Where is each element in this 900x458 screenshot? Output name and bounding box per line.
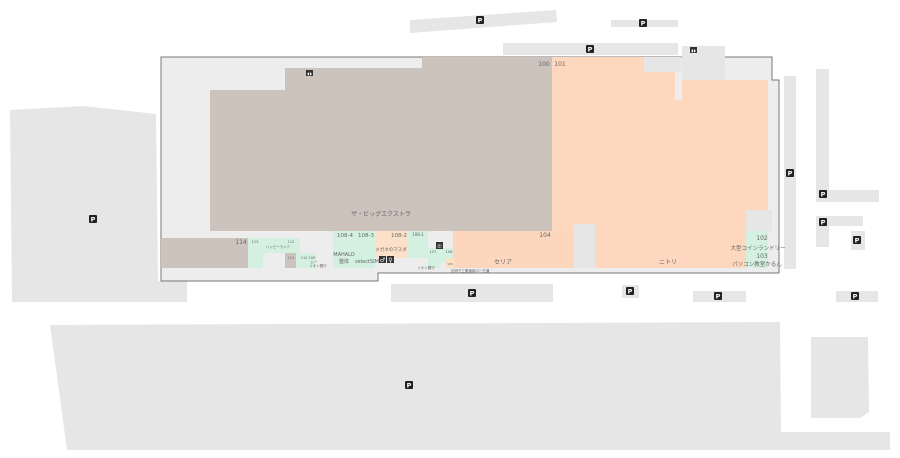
lot-east-row-3[interactable] xyxy=(816,226,829,247)
label-seria: セリア xyxy=(494,259,512,266)
parking-badges: P P P P P P P P P P P P P xyxy=(89,16,861,390)
store-112-happy[interactable] xyxy=(263,238,300,253)
restroom-icon-top-right: ◖◗ xyxy=(690,47,697,53)
label-101: 101 xyxy=(554,61,566,68)
store-114[interactable] xyxy=(161,238,248,268)
parking-icon: P xyxy=(476,16,484,25)
label-112: 112 xyxy=(288,240,295,244)
parking-icon: P xyxy=(586,45,594,54)
restroom-icon-top: ◖◗ xyxy=(306,70,313,76)
parking-label: P xyxy=(788,170,793,178)
label-corridor: 光明子工業通用口一方通 xyxy=(451,268,490,273)
label-mahalo: MAHALO xyxy=(333,252,355,258)
lot-west[interactable] xyxy=(10,106,187,302)
label-coin-laundry: 大型コインランドリー xyxy=(730,244,785,252)
label-happy: ハッピーランド xyxy=(266,244,291,249)
parking-icon: P xyxy=(626,287,634,296)
label-aeon-bank-2: イオン銀行 xyxy=(417,265,435,270)
store-interior-block xyxy=(573,224,595,268)
lot-east-column-2[interactable] xyxy=(816,69,829,199)
label-pc-class: パソコン教室かるん xyxy=(732,260,782,268)
phone-icon: ✆ xyxy=(436,242,443,250)
label-103: 103 xyxy=(756,253,768,260)
parking-label: P xyxy=(716,293,721,301)
label-111: 111 xyxy=(288,256,295,260)
store-108-2[interactable] xyxy=(375,231,408,258)
label-aeon-bank: イオン銀行 xyxy=(309,263,327,268)
parking-icon: P xyxy=(819,190,827,199)
parking-label: P xyxy=(628,288,633,296)
label-110-109: 110 109 xyxy=(301,256,315,260)
store-107[interactable] xyxy=(428,248,440,268)
store-right-gray xyxy=(746,210,772,231)
store-nitori[interactable] xyxy=(552,57,768,268)
store-108-4[interactable] xyxy=(333,231,355,268)
store-111[interactable] xyxy=(285,253,296,268)
label-106: 106 xyxy=(446,250,453,254)
parking-icon: P xyxy=(853,236,861,245)
parking-label: P xyxy=(470,290,475,298)
parking-label: P xyxy=(91,216,96,224)
label-114: 114 xyxy=(235,239,247,246)
lot-east-row-2[interactable] xyxy=(816,216,863,226)
label-mu: ムー xyxy=(311,259,319,264)
label-113: 113 xyxy=(252,240,259,244)
parking-icon: P xyxy=(819,218,827,227)
parking-icon: P xyxy=(786,169,794,178)
label-108-2: 108-2 xyxy=(391,233,407,239)
store-105[interactable] xyxy=(446,258,454,268)
parking-label: P xyxy=(478,17,483,25)
store-113[interactable] xyxy=(248,238,263,268)
store-big-extra[interactable] xyxy=(210,57,552,268)
store-seria[interactable] xyxy=(453,231,574,268)
svg-text:♀: ♀ xyxy=(388,257,392,264)
parking-label: P xyxy=(407,382,412,390)
label-nitori: ニトリ xyxy=(659,259,677,266)
parking-label: P xyxy=(821,191,826,199)
lot-east-row-1[interactable] xyxy=(816,190,879,202)
lot-south[interactable] xyxy=(50,322,890,450)
label-104: 104 xyxy=(539,232,551,239)
label-107: 107 xyxy=(430,250,437,254)
label-108-1: 108-1 xyxy=(412,232,424,237)
parking-label: P xyxy=(853,293,858,301)
svg-text:◖◗: ◖◗ xyxy=(307,71,311,76)
label-102: 102 xyxy=(756,235,768,242)
parking-icon: P xyxy=(89,215,97,224)
label-big-extra: ザ・ビッグエクストラ xyxy=(351,210,411,218)
parking-icon: P xyxy=(468,289,476,298)
lot-southeast-island[interactable] xyxy=(811,337,869,418)
label-108-3: 108-3 xyxy=(358,233,374,239)
parking-icon: P xyxy=(714,292,722,301)
label-108-4: 108-4 xyxy=(337,233,353,239)
label-megane: メガネのマスダ xyxy=(375,246,407,253)
restroom-icon: ♂ ♀ xyxy=(379,256,394,264)
label-105: 105 xyxy=(447,262,453,266)
parking-label: P xyxy=(588,46,593,54)
parking-icon: P xyxy=(851,292,859,301)
parking-icon: P xyxy=(405,381,413,390)
parking-label: P xyxy=(641,20,646,28)
parking-label: P xyxy=(855,237,860,245)
store-108-3[interactable] xyxy=(355,231,375,268)
parking-label: P xyxy=(821,219,826,227)
label-seitai: 整体 xyxy=(339,258,349,265)
svg-text:♂: ♂ xyxy=(380,257,385,264)
parking-icon: P xyxy=(639,19,647,28)
svg-text:✆: ✆ xyxy=(437,244,441,250)
label-100: 100 xyxy=(538,61,550,68)
store-top-right-gray2 xyxy=(682,46,725,80)
store-102-103[interactable] xyxy=(746,231,768,268)
label-selectsim: selectSIM xyxy=(355,259,379,265)
svg-text:◖◗: ◖◗ xyxy=(691,48,695,53)
store-108-1[interactable] xyxy=(408,231,428,258)
store-top-right-gray xyxy=(644,57,681,72)
store-110-109[interactable] xyxy=(296,253,316,268)
